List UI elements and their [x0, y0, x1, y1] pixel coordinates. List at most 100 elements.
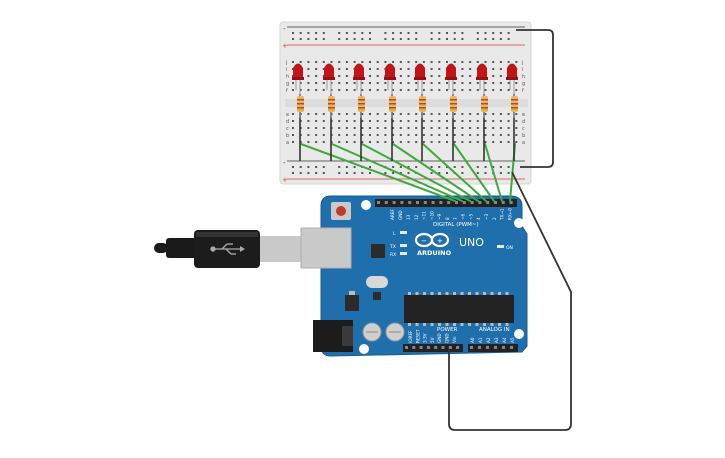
led[interactable]: [506, 63, 518, 91]
digital-pin-label: ~3: [484, 213, 489, 220]
power-pin-label: 5V: [430, 337, 435, 343]
row-letter: c: [286, 126, 289, 132]
breadboard-hole: [469, 68, 472, 70]
breadboard-hole: [422, 120, 425, 122]
chip-pin: [415, 292, 419, 295]
breadboard-hole: [446, 141, 448, 143]
rail-label-minus-top: -: [283, 25, 286, 33]
mounting-hole: [361, 200, 371, 210]
reset-button-cap[interactable]: [336, 206, 346, 216]
breadboard-hole: [461, 82, 464, 84]
breadboard-hole: [315, 120, 318, 122]
arduino-uno-board[interactable]: − + ARDUINO UNO ON L TX RX DIGITAL (PWM~…: [300, 195, 528, 357]
led-rim: [323, 77, 335, 80]
led[interactable]: [476, 63, 488, 91]
breadboard-hole: [299, 61, 302, 63]
header-pin: [510, 346, 513, 349]
breadboard-hole: [315, 134, 318, 136]
breadboard-hole: [492, 113, 495, 115]
breadboard-hole: [515, 134, 518, 136]
rail-hole: [453, 166, 456, 168]
led[interactable]: [353, 63, 365, 91]
row-letter: c: [522, 126, 525, 132]
components: [292, 63, 518, 118]
led[interactable]: [445, 63, 457, 91]
resistor[interactable]: [450, 90, 457, 118]
breadboard-hole: [292, 113, 294, 115]
breadboard-hole: [345, 120, 348, 122]
breadboard-hole: [422, 113, 425, 115]
breadboard-hole: [369, 61, 371, 63]
rail-hole: [353, 32, 356, 34]
led[interactable]: [292, 63, 304, 91]
resistor-band: [328, 109, 335, 111]
rail-hole: [361, 172, 364, 174]
breadboard-hole: [345, 127, 348, 129]
chip-pin: [460, 323, 464, 326]
breadboard-hole: [438, 75, 441, 77]
digital-pin-label: ~10: [429, 211, 434, 220]
row-letter: a: [522, 140, 525, 146]
breadboard-hole: [492, 68, 495, 70]
breadboard-hole: [399, 75, 402, 77]
breadboard-hole: [345, 82, 348, 84]
chip-pin: [475, 323, 479, 326]
chip-pin: [475, 292, 479, 295]
resistor[interactable]: [389, 90, 396, 118]
header-pin: [408, 201, 412, 204]
rail-hole: [353, 166, 356, 168]
rail-hole: [438, 172, 441, 174]
led[interactable]: [323, 63, 335, 91]
resistor[interactable]: [419, 90, 426, 118]
breadboard-hole: [446, 113, 448, 115]
breadboard-hole: [499, 89, 502, 91]
resistor-band: [450, 107, 457, 109]
resistor[interactable]: [511, 90, 518, 118]
led[interactable]: [414, 63, 426, 91]
rail-hole: [307, 32, 310, 34]
breadboard-hole: [399, 68, 402, 70]
analog-pin-label: A1: [478, 337, 483, 343]
breadboard-hole: [438, 141, 441, 143]
breadboard-hole: [415, 89, 418, 91]
resistor-band: [450, 109, 457, 111]
header-pin: [494, 346, 497, 349]
breadboard-hole: [507, 134, 510, 136]
breadboard-hole: [384, 89, 387, 91]
breadboard-hole: [407, 61, 410, 63]
breadboard-hole: [361, 141, 364, 143]
resistor-band: [328, 107, 335, 109]
breadboard-hole: [399, 127, 402, 129]
chip-pin: [468, 292, 471, 295]
breadboard-hole: [392, 61, 395, 63]
resistor-band: [297, 109, 304, 111]
usb-cable[interactable]: [154, 230, 302, 268]
led-rim: [414, 77, 426, 80]
header-pin: [431, 201, 435, 204]
breadboard-hole: [407, 75, 410, 77]
rail-hole: [430, 38, 433, 40]
breadboard-hole: [499, 120, 502, 122]
resistor[interactable]: [358, 90, 365, 118]
header-pin: [441, 346, 445, 349]
rail-hole: [461, 172, 464, 174]
power-pin-label: Vin: [452, 336, 457, 343]
resistor-band: [511, 103, 518, 105]
breadboard-hole: [461, 127, 464, 129]
resistor[interactable]: [481, 90, 488, 118]
resistor[interactable]: [297, 90, 304, 118]
resistor[interactable]: [328, 90, 335, 118]
digital-pin-label: 7: [453, 217, 458, 220]
breadboard-hole: [499, 134, 502, 136]
breadboard-hole: [476, 134, 479, 136]
analog-pin-label: A0: [470, 337, 475, 343]
breadboard-holes: [292, 32, 518, 174]
breadboard-hole: [338, 75, 341, 77]
breadboard-hole: [392, 120, 395, 122]
led[interactable]: [384, 63, 396, 91]
chip-pin: [430, 323, 434, 326]
led-rim: [292, 77, 304, 80]
breadboard-hole: [330, 61, 333, 63]
